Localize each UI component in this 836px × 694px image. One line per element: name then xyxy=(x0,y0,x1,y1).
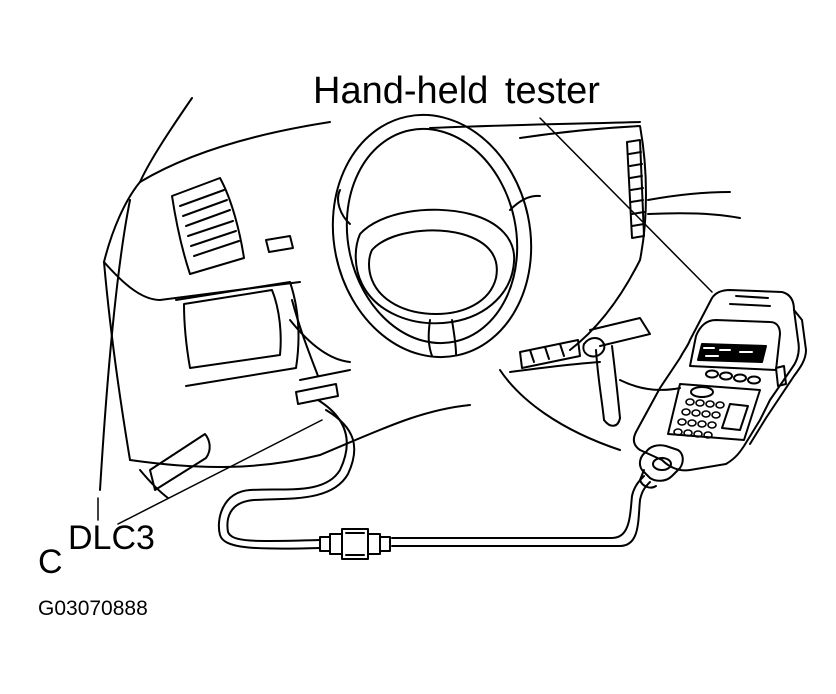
hand-held-tester-label: Hand-held tester xyxy=(313,70,600,112)
corner-mark: C xyxy=(38,543,63,581)
dashboard xyxy=(100,98,740,498)
tester-cable xyxy=(219,400,650,549)
hand-held-tester xyxy=(634,290,806,488)
inline-connector xyxy=(320,529,390,559)
steering-wheel xyxy=(311,96,553,375)
figure-code: G03070888 xyxy=(38,597,148,620)
leader-lines xyxy=(98,118,712,524)
dlc3-label: DLC3 xyxy=(68,519,155,557)
